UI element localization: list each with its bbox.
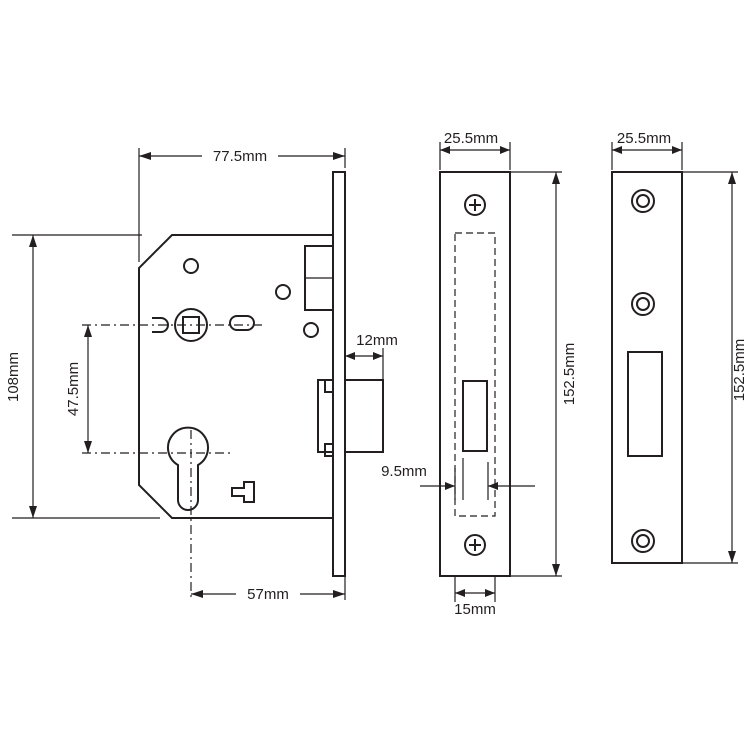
thumb-feature (231, 481, 255, 503)
forend-front-view (439, 171, 511, 577)
forend-outline (439, 171, 511, 577)
case-width-label: 77.5mm (213, 148, 267, 165)
centres-label: 47.5mm (65, 362, 82, 416)
strike-outline (611, 171, 683, 564)
forend-width-label: 25.5mm (444, 130, 498, 147)
dim-bolt-throw: 12mm (345, 332, 398, 380)
oval-slot (229, 315, 255, 331)
strike-width-label: 25.5mm (617, 130, 671, 147)
centre-lines (82, 324, 262, 600)
dim-backset: 57mm (191, 576, 346, 603)
strike-screw-hole-bottom-icon (631, 529, 655, 553)
strike-screw-hole-middle-icon (631, 292, 655, 316)
forend-bolt-slot (462, 380, 488, 452)
dim-forend-height: 152.5mm (510, 171, 578, 577)
dim-strike-width: 25.5mm (611, 130, 683, 170)
dim-latch-width: 15mm (454, 576, 496, 618)
case-height-label: 108mm (5, 352, 22, 402)
case-hole-1 (183, 258, 199, 274)
backset-label: 57mm (247, 586, 289, 603)
dim-case-width: 77.5mm (138, 148, 346, 262)
strike-height-label: 152.5mm (731, 339, 748, 402)
case-hole-3 (303, 322, 319, 338)
deadbolt (344, 379, 384, 453)
strike-bolt-aperture (627, 351, 663, 457)
strike-plate (611, 171, 683, 564)
lock-case (138, 171, 384, 577)
bolt-throw-label: 12mm (356, 332, 398, 349)
cylinder-cutout (167, 426, 209, 511)
follower-outer (174, 308, 208, 342)
dim-case-height: 108mm (5, 234, 160, 519)
dim-strike-height: 152.5mm (682, 171, 748, 564)
strike-screw-hole-top-icon (631, 189, 655, 213)
screw-bottom-icon (464, 534, 486, 556)
latch-offset-label: 9.5mm (381, 463, 427, 480)
case-hole-2 (275, 284, 291, 300)
forend-height-label: 152.5mm (561, 343, 578, 406)
latch-width-label: 15mm (454, 601, 496, 618)
forend-plate (332, 171, 346, 577)
forend-hidden-case (454, 232, 496, 517)
dim-latch-offset: 9.5mm (381, 458, 535, 500)
dim-centres: 47.5mm (65, 325, 92, 453)
screw-top-icon (464, 194, 486, 216)
dim-forend-width: 25.5mm (439, 130, 511, 170)
case-body (138, 234, 333, 519)
